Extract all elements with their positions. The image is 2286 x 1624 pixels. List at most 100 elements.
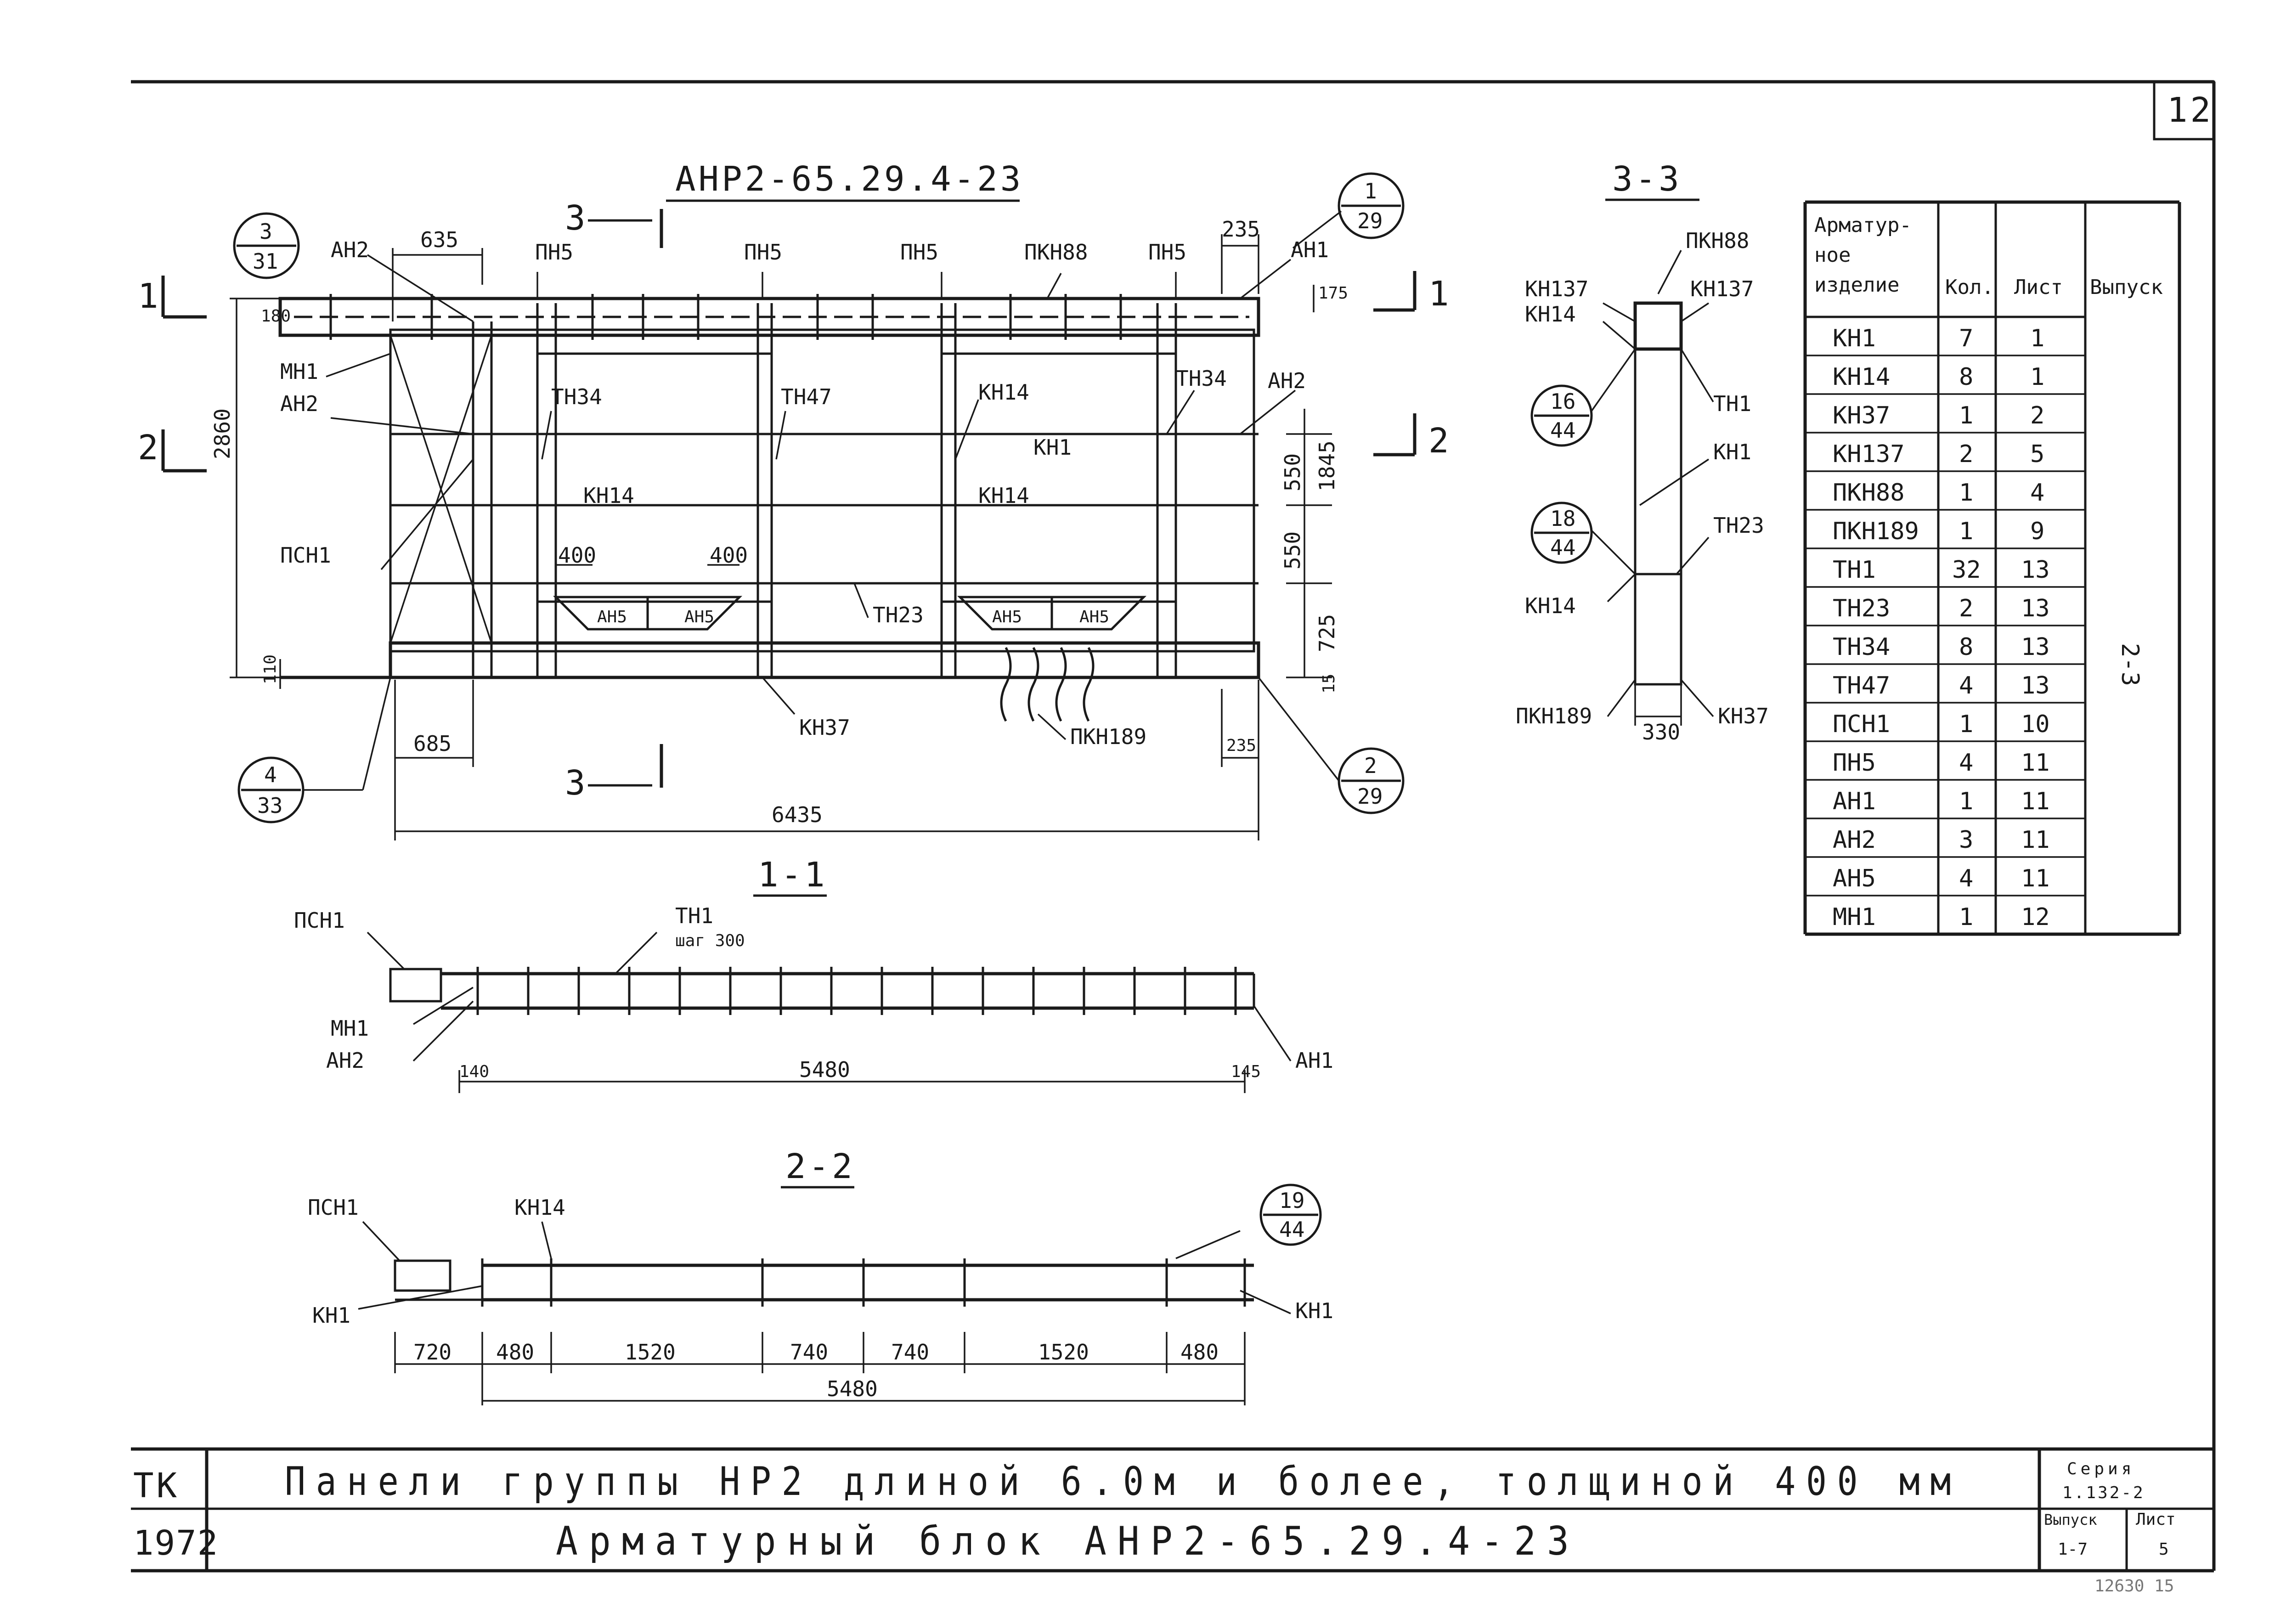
s22-label-psn1: ПСН1 [308,1195,359,1220]
s22-dim-1520-b: 1520 [1038,1340,1089,1365]
svg-text:33: 33 [257,793,282,818]
s22-dim-1520-a: 1520 [625,1340,676,1365]
table-header-issue: Выпуск [2090,276,2163,299]
svg-text:1: 1 [1364,179,1377,203]
s22-label-kn14: КН14 [514,1195,565,1220]
table-cell-qty: 7 [1959,325,1973,352]
main-view-title: АНР2-65.29.4-23 [675,159,1023,199]
stamp-number: 12630 15 [2094,1577,2174,1596]
table-cell-sheet: 5 [2030,440,2044,468]
label-tn34-right: ТН34 [1176,366,1227,391]
dim-235-bot: 235 [1226,736,1256,755]
s33-label-tn23: ТН23 [1713,513,1764,538]
s11-label-ah1: АН1 [1295,1048,1333,1073]
dim-175: 175 [1318,284,1348,303]
table-cell-sheet: 11 [2021,788,2050,815]
svg-text:16: 16 [1550,389,1575,414]
table-cell-qty: 1 [1959,710,1973,738]
table-cell-qty: 4 [1959,749,1973,777]
label-ah5-d: АН5 [1079,608,1109,626]
dim-635: 635 [420,227,458,252]
s33-label-kn137-right: КН137 [1690,276,1754,301]
table-cell-sheet: 11 [2021,826,2050,854]
table-cell-sheet: 9 [2030,518,2044,545]
table-cell-qty: 1 [1959,903,1973,931]
table-cell-item: КН1 [1833,325,1876,352]
label-ah5-c: АН5 [992,608,1022,626]
s22-dim-740-b: 740 [891,1340,929,1365]
s11-label-step: шаг 300 [675,931,745,950]
dim-110: 110 [261,654,280,684]
label-pn5-4: ПН5 [1148,240,1186,265]
table-cell-item: ТН23 [1833,595,1890,622]
table-cell-item: ПН5 [1833,749,1876,777]
label-ah2-top: АН2 [331,237,369,262]
s22-dim-740-a: 740 [790,1340,828,1365]
s11-label-ah2: АН2 [326,1048,364,1073]
panel-outline [389,328,1255,653]
label-pkn88: ПКН88 [1024,240,1088,265]
table-cell-item: ТН1 [1833,556,1876,584]
label-kn1: КН1 [1033,435,1072,460]
table-cell-qty: 2 [1959,595,1973,622]
s11-dim-140: 140 [459,1062,489,1081]
label-tn23: ТН23 [873,603,924,627]
svg-text:29: 29 [1357,209,1383,233]
s11-dim-145: 145 [1231,1062,1261,1081]
dim-685: 685 [413,731,452,756]
svg-text:44: 44 [1550,418,1575,443]
svg-text:3: 3 [565,198,588,238]
svg-text:2: 2 [138,428,161,468]
table-cell-sheet: 12 [2021,903,2050,931]
svg-text:44: 44 [1279,1217,1304,1242]
callout-top-left: 3 31 [233,212,300,279]
callout-bottom-right: 2 29 [1338,747,1405,814]
label-mn1: МН1 [280,359,318,384]
svg-text:44: 44 [1550,535,1575,560]
label-pn5-2: ПН5 [744,240,782,265]
table-cell-sheet: 1 [2030,363,2044,391]
table-cell-item: АН5 [1833,865,1876,892]
s22-label-kn1-left: КН1 [312,1303,350,1328]
tb-series-label: Серия [2067,1460,2135,1478]
tb-issue-value: 1-7 [2058,1540,2088,1559]
table-cell-qty: 8 [1959,363,1973,391]
table-cell-sheet: 2 [2030,402,2044,429]
table-cell-sheet: 13 [2021,556,2050,584]
tb-sheet-label: Лист [2136,1510,2176,1529]
dim-725: 725 [1315,614,1339,652]
svg-text:19: 19 [1279,1188,1304,1213]
s22-dim-480-b: 480 [1180,1340,1219,1365]
svg-text:3: 3 [260,219,272,244]
s33-label-kn14-b: КН14 [1525,593,1576,618]
table-cell-item: МН1 [1833,903,1876,931]
table-cell-qty: 1 [1959,402,1973,429]
table-cell-item: КН14 [1833,363,1890,391]
table-header-qty: Кол. [1945,276,1994,299]
callout-bottom-left: 4 33 [237,756,305,823]
section-1-1: 1-1 ПСН1 ТН1 шаг 300 МН1 АН2 АН1 140 548… [294,855,1333,1093]
section-2-2: 2-2 [308,1147,1333,1405]
s11-dim-5480: 5480 [799,1057,850,1082]
table-cell-sheet: 10 [2021,710,2050,738]
section-mark-3-bottom: 3 [565,744,663,803]
svg-text:31: 31 [253,249,278,274]
tb-year: 1972 [133,1523,219,1563]
tb-sheet-value: 5 [2159,1540,2169,1559]
label-ah2-mid: АН2 [280,391,318,416]
label-ah5-a: АН5 [597,608,627,626]
table-cell-item: АН1 [1833,788,1876,815]
section-mark-3-top: 3 [565,198,663,248]
section-arrow-2-right: 2 [1373,413,1449,461]
tb-org: ТК [133,1466,180,1506]
section-2-2-title: 2-2 [785,1147,855,1186]
table-cell-qty: 1 [1959,518,1973,545]
dim-400-b: 400 [710,543,748,568]
s22-dim-720: 720 [413,1340,452,1365]
table-header-item-line: Арматур- [1814,214,1912,237]
s33-dim-330: 330 [1642,720,1680,744]
label-pkn189: ПКН189 [1070,724,1146,749]
table-cell-sheet: 13 [2021,595,2050,622]
dim-15: 15 [1320,674,1338,694]
